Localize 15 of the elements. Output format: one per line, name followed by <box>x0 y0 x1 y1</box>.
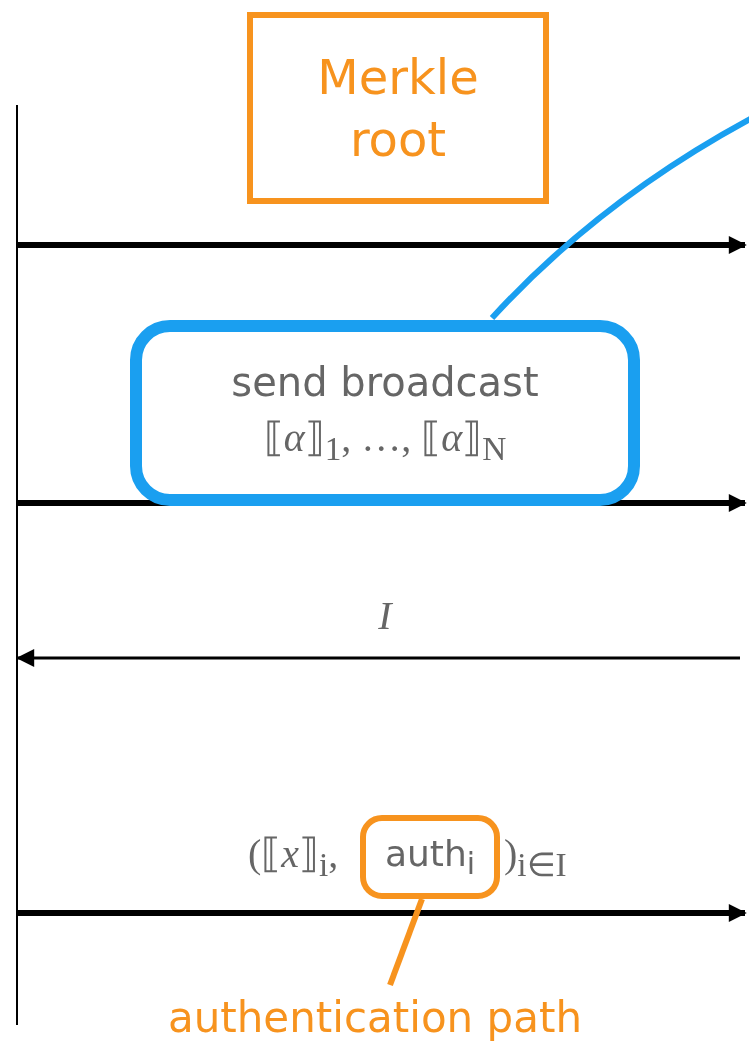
message-arrow <box>18 236 747 254</box>
message-arrow <box>18 904 747 922</box>
label-box: Merkle root <box>247 12 549 204</box>
leader-line <box>489 115 749 321</box>
message-text: send broadcast <box>231 357 539 407</box>
edge-label: I <box>378 592 392 639</box>
lifeline <box>16 105 18 1025</box>
message-arrow <box>16 649 740 667</box>
formula-text: (⟦x⟧$_{i}$, <box>248 830 339 884</box>
formula-text: ⟦α⟧$_{1}$, …, ⟦α⟧$_{N}$ <box>263 413 507 469</box>
annotation-text: authentication path <box>167 992 583 1042</box>
highlight-box: auth$_{i}$ <box>360 815 500 899</box>
formula-text: )$_{i∈I}$ <box>504 830 567 884</box>
message-box <box>130 320 640 506</box>
leader-line <box>387 897 425 987</box>
